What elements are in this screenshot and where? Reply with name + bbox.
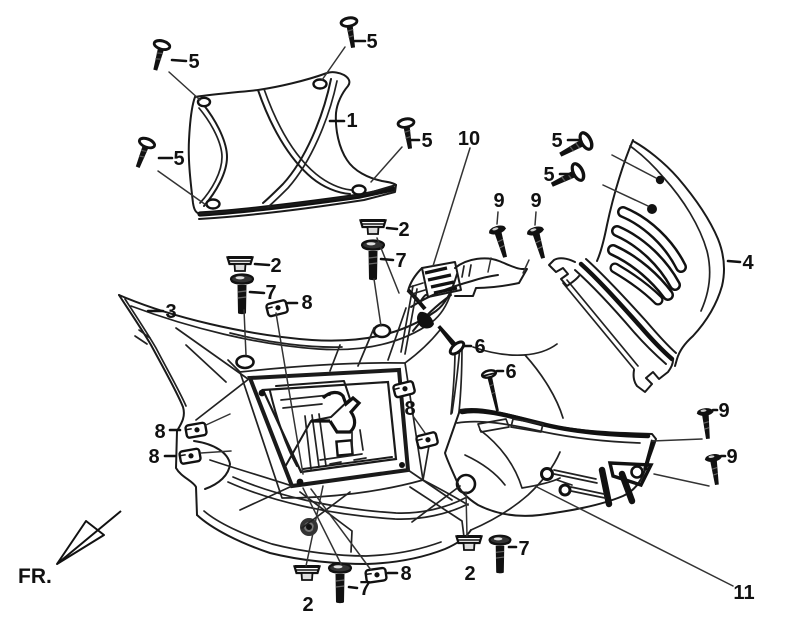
svg-text:5: 5	[188, 51, 199, 73]
svg-text:8: 8	[404, 398, 415, 420]
svg-text:8: 8	[301, 292, 312, 314]
svg-text:1: 1	[346, 110, 357, 132]
svg-text:11: 11	[733, 582, 754, 604]
svg-text:6: 6	[474, 336, 485, 358]
svg-text:2: 2	[398, 219, 409, 241]
svg-text:4: 4	[742, 252, 754, 274]
svg-text:2: 2	[302, 594, 313, 616]
svg-text:6: 6	[505, 361, 516, 383]
svg-text:7: 7	[265, 282, 276, 304]
svg-text:2: 2	[270, 255, 281, 277]
svg-text:5: 5	[421, 130, 432, 152]
svg-text:9: 9	[718, 400, 729, 422]
svg-text:5: 5	[173, 148, 184, 170]
svg-text:7: 7	[518, 538, 529, 560]
svg-text:3: 3	[165, 301, 176, 323]
svg-text:5: 5	[366, 31, 377, 53]
svg-text:9: 9	[530, 190, 541, 212]
svg-text:10: 10	[458, 128, 480, 150]
svg-text:9: 9	[493, 190, 504, 212]
svg-text:5: 5	[543, 164, 554, 186]
svg-text:2: 2	[464, 563, 475, 585]
svg-text:5: 5	[551, 130, 562, 152]
svg-text:7: 7	[395, 250, 406, 272]
svg-text:7: 7	[359, 578, 370, 600]
svg-text:FR.: FR.	[18, 565, 52, 588]
svg-text:8: 8	[154, 421, 165, 443]
svg-text:9: 9	[726, 446, 737, 468]
svg-text:8: 8	[400, 563, 411, 585]
svg-text:8: 8	[148, 446, 159, 468]
